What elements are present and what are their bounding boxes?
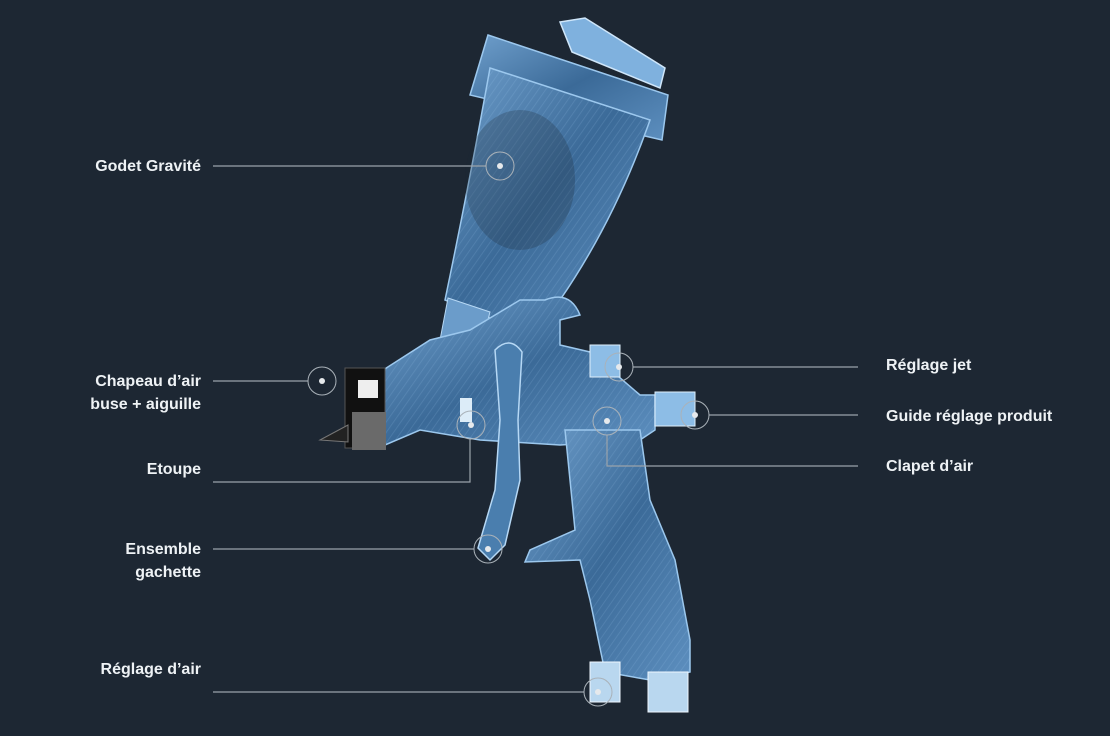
label-guide: Guide réglage produit — [886, 405, 1052, 428]
label-chapeau: Chapeau d’air buse + aiguille — [90, 370, 201, 416]
gravity-cup — [439, 67, 651, 351]
hotspot-reglage-air[interactable] — [583, 677, 613, 707]
gun-body — [379, 296, 696, 713]
label-text: Réglage d’air — [100, 661, 201, 678]
label-clapet: Clapet d’air — [886, 455, 973, 478]
label-reglage-jet: Réglage jet — [886, 354, 971, 377]
label-text: Etoupe — [146, 461, 201, 478]
hotspot-clapet[interactable] — [592, 406, 622, 436]
label-text: Clapet d’air — [886, 458, 974, 475]
label-text: Guide réglage produit — [886, 408, 1053, 425]
hotspot-etoupe[interactable] — [456, 410, 486, 440]
hotspot-ensemble[interactable] — [473, 534, 503, 564]
hotspot-reglage-jet[interactable] — [604, 352, 634, 382]
label-text: buse + aiguille — [90, 396, 201, 413]
hotspots — [307, 151, 710, 707]
leader-lines — [213, 165, 858, 693]
label-text: Godet Gravité — [95, 158, 201, 175]
label-text: Réglage jet — [886, 357, 972, 374]
hotspot-godet[interactable] — [485, 151, 515, 181]
label-text: Chapeau d’air — [95, 373, 201, 390]
label-text: Ensemble — [125, 541, 201, 558]
label-etoupe: Etoupe — [147, 458, 201, 481]
label-godet: Godet Gravité — [95, 155, 201, 178]
label-reglage-air: Réglage d’air — [101, 658, 201, 681]
label-text: gachette — [135, 564, 201, 581]
air-cap — [318, 367, 386, 450]
hotspot-guide[interactable] — [680, 400, 710, 430]
label-ensemble: Ensemble gachette — [125, 538, 201, 584]
hotspot-chapeau[interactable] — [307, 366, 337, 396]
